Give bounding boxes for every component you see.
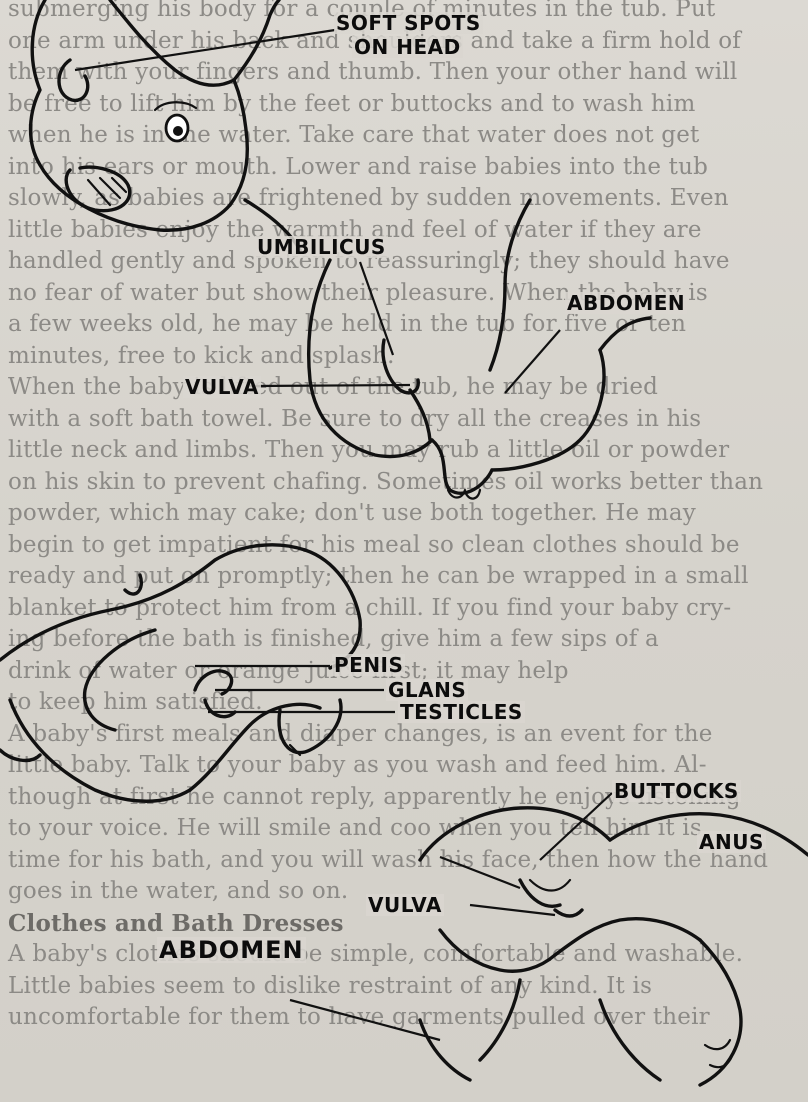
label-vulva-bottom: VULVA bbox=[366, 894, 444, 916]
label-vulva-top: VULVA bbox=[183, 376, 261, 398]
infant-head-figure bbox=[31, 0, 335, 250]
label-penis: PENIS bbox=[332, 654, 405, 676]
label-soft-spots-line2: ON HEAD bbox=[352, 36, 463, 58]
label-glans: GLANS bbox=[386, 679, 468, 701]
label-abdomen-bottom: ABDOMEN bbox=[157, 937, 306, 963]
label-soft-spots-line1: SOFT SPOTS bbox=[334, 12, 483, 34]
label-abdomen-top: ABDOMEN bbox=[565, 292, 687, 314]
label-testicles: TESTICLES bbox=[398, 701, 525, 723]
label-buttocks: BUTTOCKS bbox=[612, 780, 741, 802]
label-anus: ANUS bbox=[697, 831, 766, 853]
label-umbilicus: UMBILICUS bbox=[255, 236, 388, 258]
